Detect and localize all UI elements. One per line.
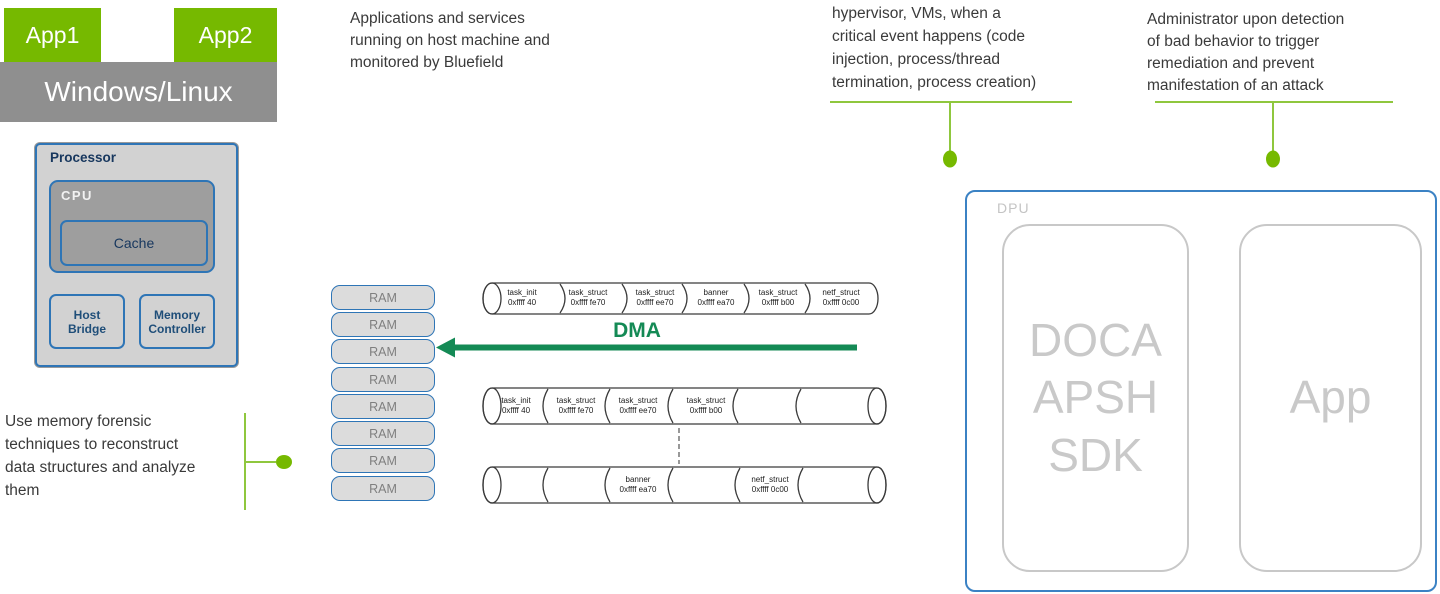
struct-label: task_init 0xffff 40 — [507, 288, 537, 307]
struct-label: task_struct 0xffff ee70 — [635, 288, 675, 307]
events-connector — [830, 101, 1072, 151]
doca-apsh-sdk-box: DOCA APSH SDK — [1002, 224, 1189, 572]
annotation-events: hypervisor, VMs, when a critical event h… — [832, 5, 1037, 91]
struct-label: task_struct 0xffff fe70 — [556, 396, 596, 415]
cache-box: Cache — [60, 220, 208, 266]
struct-label: netf_struct 0xffff 0c00 — [822, 288, 860, 307]
host-bridge-box: Host Bridge — [49, 294, 125, 349]
events-connector-dot — [943, 150, 957, 168]
doca-apsh-sdk-label: DOCA APSH SDK — [1029, 313, 1162, 481]
struct-label: task_struct 0xffff ee70 — [618, 396, 658, 415]
cpu-box: CPU Cache — [49, 180, 215, 273]
annotation-admin: Administrator upon detection of bad beha… — [1147, 11, 1345, 94]
dpu-app-box: App — [1239, 224, 1422, 572]
struct-label: task_struct 0xffff b00 — [686, 396, 726, 415]
annotation-apps: Applications and services running on hos… — [350, 10, 550, 71]
ram-box: RAM — [331, 339, 435, 364]
struct-label: banner 0xffff ea70 — [697, 288, 735, 307]
ram-box: RAM — [331, 421, 435, 446]
struct-label: task_struct 0xffff fe70 — [568, 288, 608, 307]
struct-label: netf_struct 0xffff 0c00 — [751, 475, 789, 494]
admin-connector-dot — [1266, 150, 1280, 168]
struct-label: banner 0xffff ea70 — [619, 475, 657, 494]
ram-box: RAM — [331, 367, 435, 392]
processor-box: Processor CPU Cache Host Bridge Memory C… — [35, 143, 238, 367]
ram-box: RAM — [331, 394, 435, 419]
ram-box: RAM — [331, 448, 435, 473]
annotation-forensics: Use memory forensic techniques to recons… — [5, 413, 196, 499]
struct-label: task_init 0xffff 40 — [501, 396, 531, 415]
dma-label: DMA — [613, 319, 661, 342]
forensics-connector — [244, 413, 276, 510]
forensics-connector-dot — [276, 455, 292, 469]
memory-controller-box: Memory Controller — [139, 294, 215, 349]
os-box: Windows/Linux — [0, 62, 277, 122]
ram-box: RAM — [331, 312, 435, 337]
app1-box: App1 — [4, 8, 101, 62]
dpu-box: DPU DOCA APSH SDK App — [965, 190, 1437, 592]
processor-label: Processor — [50, 150, 117, 165]
dpu-app-label: App — [1289, 371, 1372, 424]
struct-label: task_struct 0xffff b00 — [758, 288, 798, 307]
admin-connector — [1155, 101, 1393, 151]
dpu-label: DPU — [997, 200, 1030, 216]
ram-box: RAM — [331, 476, 435, 501]
ram-box: RAM — [331, 285, 435, 310]
cylinder-row-3 — [482, 466, 887, 504]
cpu-label: CPU — [61, 188, 93, 203]
app2-box: App2 — [174, 8, 277, 62]
